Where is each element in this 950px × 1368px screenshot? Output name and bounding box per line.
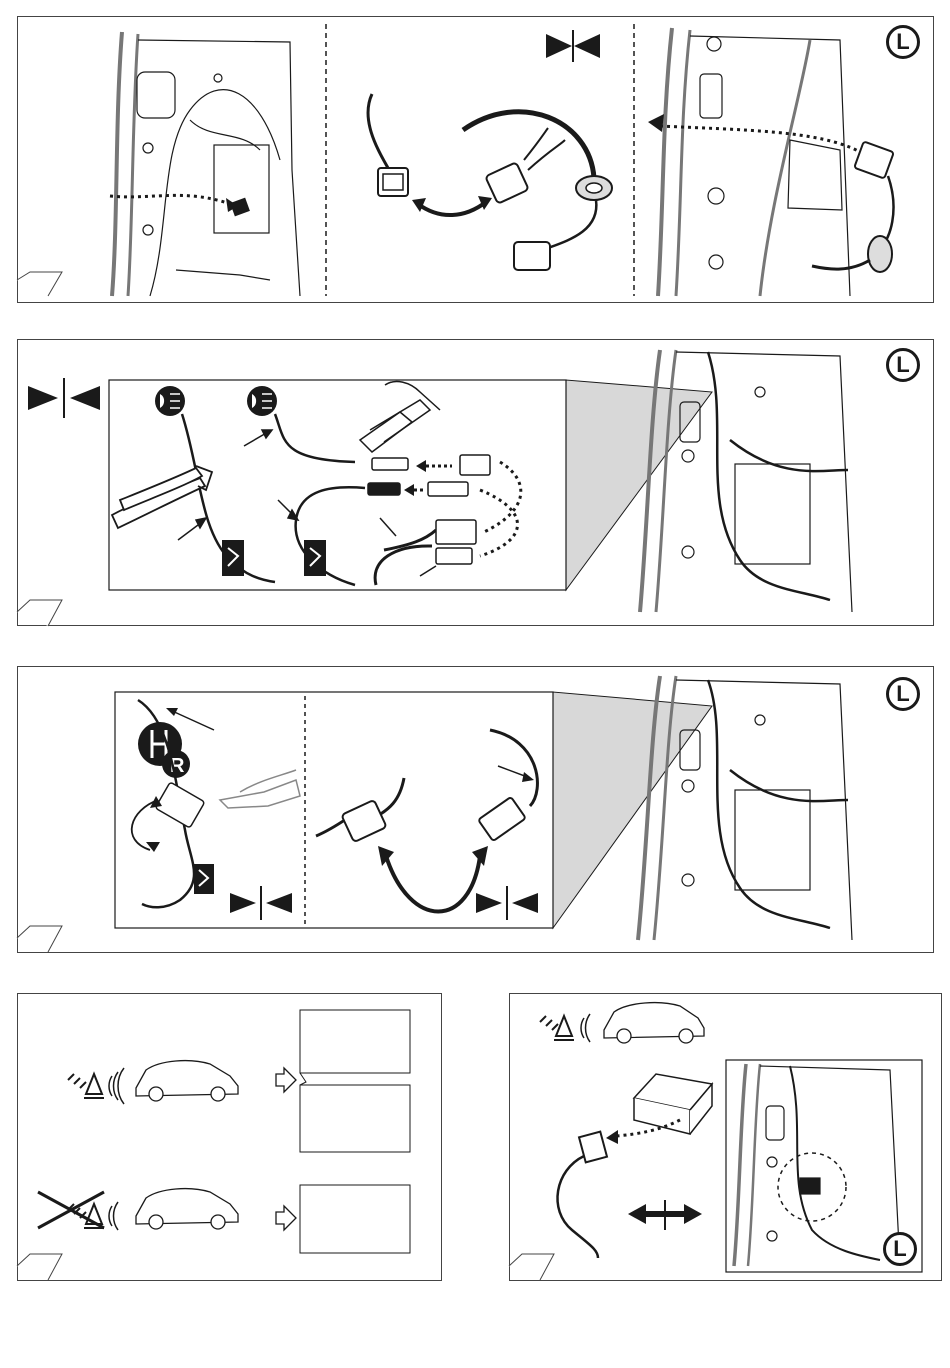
car-icon (604, 1003, 704, 1043)
control-module (634, 1074, 712, 1134)
parking-sensor-icon (540, 1014, 590, 1042)
step-5-drawing (0, 0, 950, 1300)
move-double-arrow (628, 1200, 702, 1230)
page-fold (509, 1254, 554, 1280)
left-side-badge: L (883, 1232, 917, 1266)
